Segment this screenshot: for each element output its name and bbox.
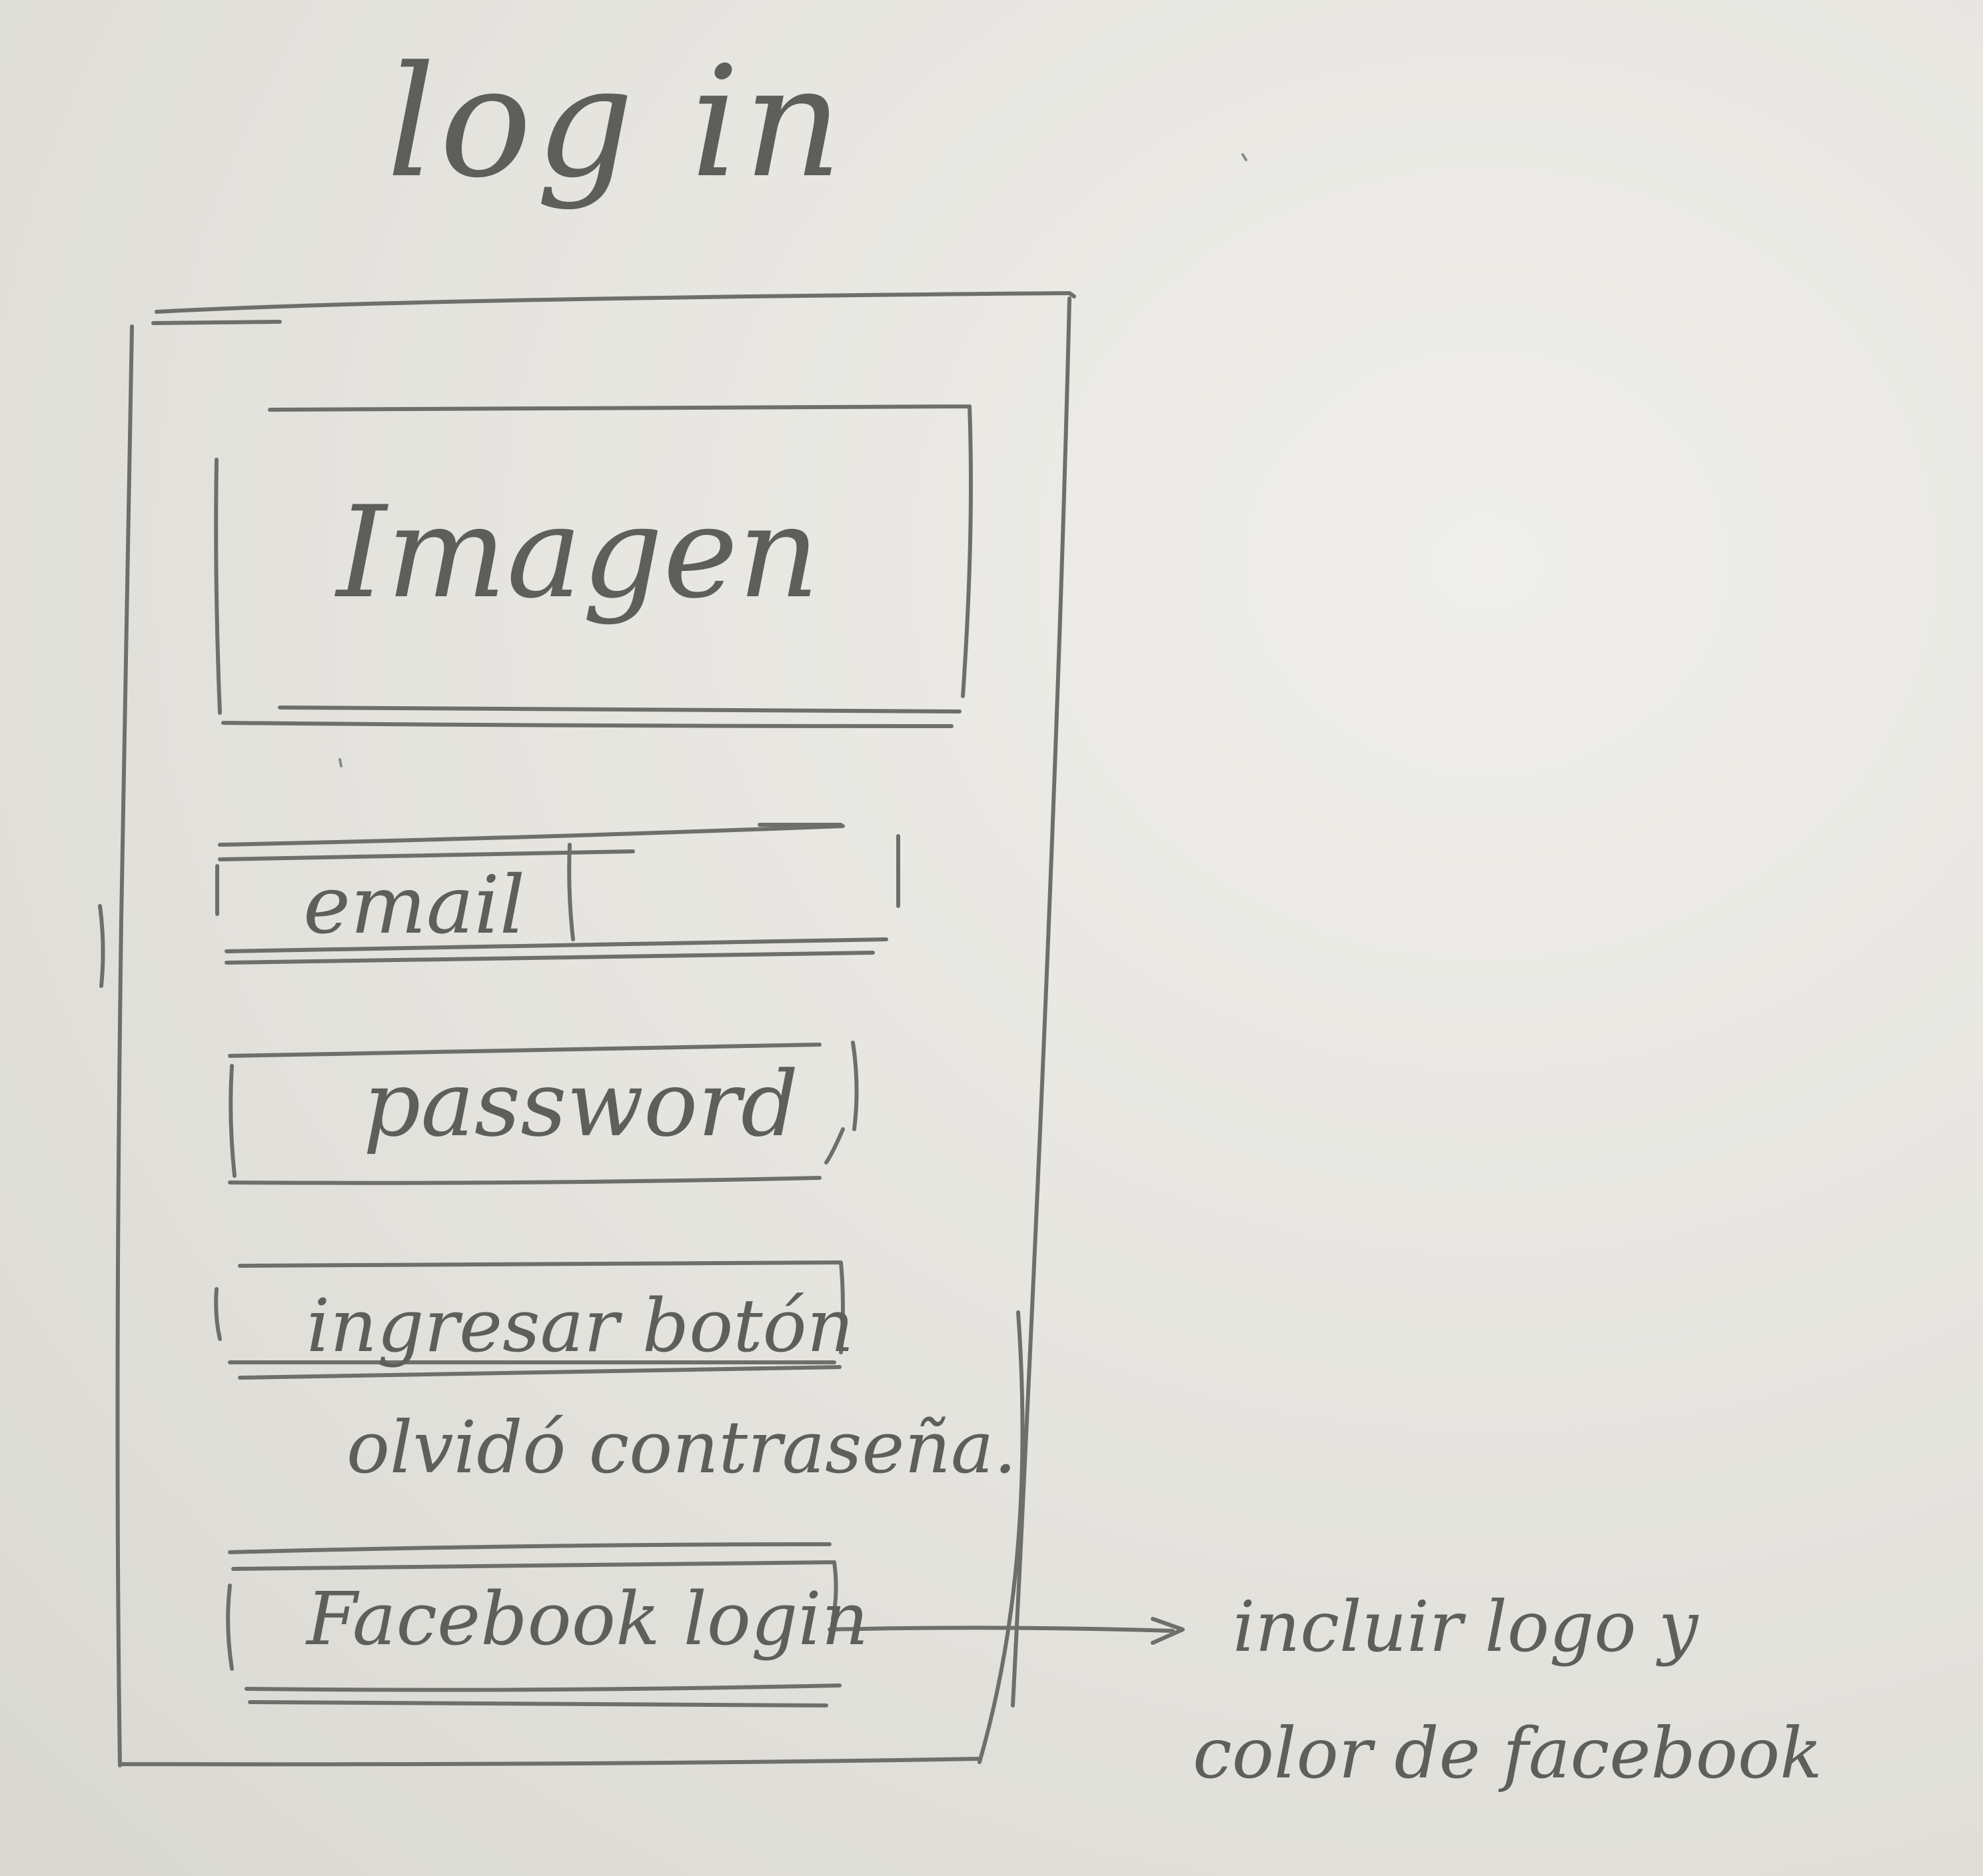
password-field[interactable]: password [363,1052,799,1157]
image-box-frame [214,404,974,728]
phone-frame [98,291,1076,1767]
password-field-frame [228,1041,859,1185]
annotation-text-line2: color de facebook [1193,1713,1822,1794]
facebook-login-button[interactable]: Facebook login [307,1576,869,1661]
login-button-frame [214,1260,845,1380]
pencil-mark [338,153,1247,767]
email-input-area[interactable] [581,859,868,936]
email-field-frame [215,823,900,965]
image-placeholder-label: Imagen [336,479,820,626]
facebook-button-frame [226,1542,842,1707]
annotation-text-line1: incluir logo y [1233,1586,1698,1667]
annotation-arrow [828,1617,1185,1645]
page-title: log in [386,34,847,212]
email-label: email [303,859,526,952]
login-button[interactable]: ingresar botón [307,1283,854,1368]
forgot-password-link[interactable]: olvidó contraseña. [346,1406,1017,1490]
